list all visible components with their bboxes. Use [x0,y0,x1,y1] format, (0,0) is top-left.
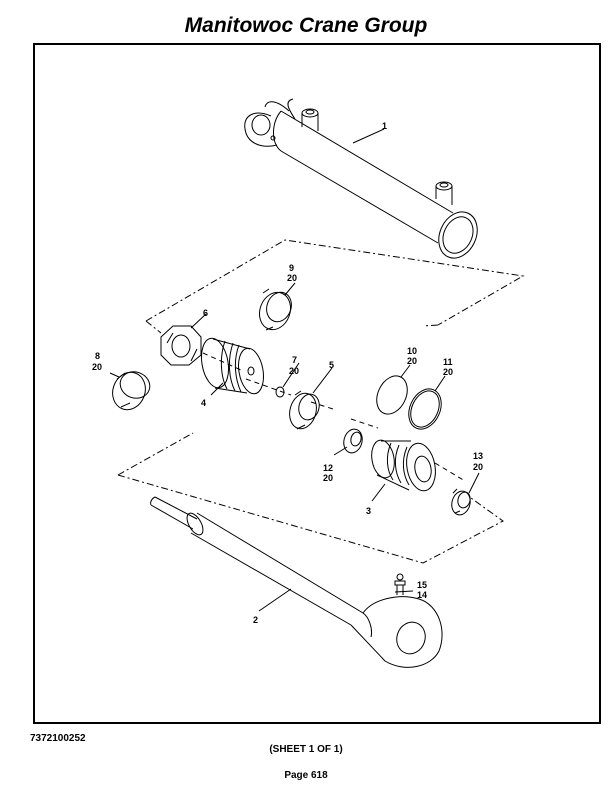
part-13-wiper [451,488,471,516]
callout-15: 15 [417,580,427,590]
part-7-o-ring [275,386,285,398]
callout-12-qty: 20 [323,473,333,483]
part-3-gland [371,439,436,492]
callout-4: 4 [201,398,206,408]
callout-11-qty: 20 [443,367,453,377]
part-9-wear-ring [258,288,292,331]
callout-1: 1 [382,121,387,131]
part-11-backup-ring [408,388,442,430]
part-5-wear-ring [289,390,320,430]
part-10-o-ring [376,375,408,415]
callout-2: 2 [253,615,258,625]
callout-11: 11 [443,357,453,367]
callout-12: 12 [323,463,333,473]
leader-lines [109,128,480,612]
callout-13-qty: 20 [473,462,483,472]
part-2-rod [150,496,443,668]
sheet-indicator: (SHEET 1 OF 1) [269,744,343,755]
drawing-number: 7372100252 [30,733,86,744]
assembly-boundary-lower [117,432,504,564]
callout-13: 13 [473,451,483,461]
part-6-nut [160,325,202,366]
centerline [202,352,466,482]
callout-9: 9 [289,263,294,273]
callout-7: 7 [292,355,297,365]
callout-8: 8 [95,351,100,361]
drawing-frame [33,43,601,724]
callout-9-qty: 20 [287,273,297,283]
part-8-ring [112,371,151,411]
callout-5: 5 [329,360,334,370]
part-14-grease-fitting [394,580,406,595]
callout-7-qty: 20 [289,366,299,376]
callout-6: 6 [203,308,208,318]
page-title: Manitowoc Crane Group [184,14,428,37]
part-12-seal [343,428,363,454]
callout-8-qty: 20 [92,362,102,372]
callout-14: 14 [417,590,427,600]
page-number: Page 618 [284,770,328,781]
cylinder-barrel [244,98,478,259]
callout-10: 10 [407,346,417,356]
callout-3: 3 [366,506,371,516]
callout-10-qty: 20 [407,356,417,366]
assembly-boundary-upper [145,239,525,334]
part-4-piston [200,337,264,395]
exploded-view-diagram: 1 9 20 6 8 20 7 20 5 4 10 20 11 20 12 20… [92,98,525,668]
